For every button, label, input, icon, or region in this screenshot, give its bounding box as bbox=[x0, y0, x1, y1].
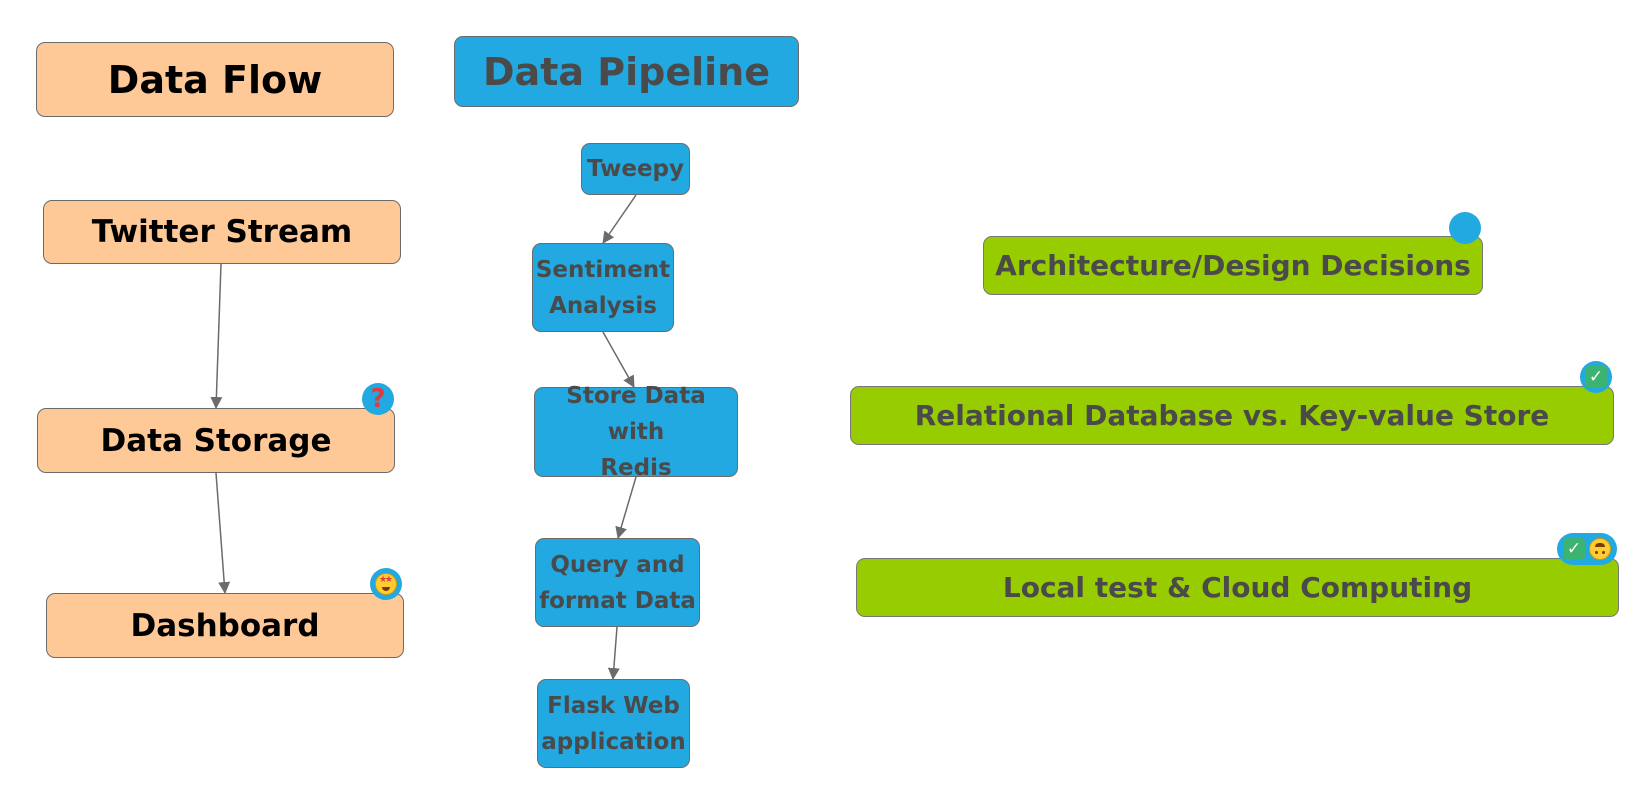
data-pipeline-title[interactable]: Data Pipeline bbox=[454, 36, 799, 107]
node-data-storage-label: Data Storage bbox=[100, 422, 332, 459]
node-dashboard[interactable]: Dashboard bbox=[46, 593, 404, 658]
node-sentiment-analysis[interactable]: Sentiment Analysis bbox=[532, 243, 674, 332]
check-and-face-badge: ✓ bbox=[1557, 533, 1617, 565]
node-store-redis[interactable]: Store Data with Redis bbox=[534, 383, 738, 481]
node-query-format[interactable]: Query and format Data bbox=[535, 538, 700, 627]
data-pipeline-title-text: Data Pipeline bbox=[483, 49, 770, 94]
node-data-storage[interactable]: Data Storage bbox=[37, 408, 395, 473]
architecture-decisions-title[interactable]: Architecture/Design Decisions bbox=[983, 236, 1483, 295]
question-mark-icon: ? bbox=[362, 383, 394, 415]
node-flask-web-line2: application bbox=[541, 728, 686, 755]
node-store-redis-line1: Store Data with bbox=[566, 383, 706, 445]
data-flow-title[interactable]: Data Flow bbox=[36, 42, 394, 117]
node-sentiment-analysis-line1: Sentiment bbox=[535, 256, 671, 283]
node-flask-web[interactable]: Flask Web application bbox=[537, 679, 690, 768]
edge-twitter-to-storage bbox=[210, 263, 223, 409]
decision-local-cloud-label: Local test & Cloud Computing bbox=[1002, 571, 1473, 604]
node-flask-web-line1: Flask Web bbox=[547, 692, 680, 719]
edge-tweepy-to-sentiment bbox=[602, 194, 637, 244]
decision-relational-vs-keyvalue[interactable]: Relational Database vs. Key-value Store bbox=[850, 386, 1614, 445]
star-struck-face-icon: ★ ★ bbox=[370, 568, 402, 600]
node-twitter-stream[interactable]: Twitter Stream bbox=[43, 200, 401, 264]
node-tweepy-label: Tweepy bbox=[586, 156, 685, 182]
node-twitter-stream-label: Twitter Stream bbox=[91, 214, 353, 250]
node-sentiment-analysis-line2: Analysis bbox=[549, 292, 657, 319]
blank-badge-icon bbox=[1449, 212, 1481, 244]
node-dashboard-label: Dashboard bbox=[130, 607, 320, 644]
upside-down-face-icon bbox=[1589, 538, 1611, 560]
check-mark-icon: ✓ bbox=[1580, 361, 1612, 393]
node-tweepy[interactable]: Tweepy bbox=[581, 143, 690, 195]
decision-local-cloud[interactable]: Local test & Cloud Computing bbox=[856, 558, 1619, 617]
edge-query-to-flask bbox=[607, 626, 620, 680]
node-store-redis-line2: Redis bbox=[600, 455, 672, 481]
decision-relational-vs-keyvalue-label: Relational Database vs. Key-value Store bbox=[914, 399, 1550, 432]
node-query-format-line2: format Data bbox=[539, 587, 696, 614]
edge-redis-to-query bbox=[615, 476, 637, 539]
data-flow-title-text: Data Flow bbox=[107, 57, 323, 102]
edge-storage-to-dashboard bbox=[215, 472, 231, 594]
check-mark-icon: ✓ bbox=[1563, 538, 1585, 560]
node-query-format-line1: Query and bbox=[550, 551, 685, 578]
architecture-decisions-title-text: Architecture/Design Decisions bbox=[995, 249, 1471, 282]
